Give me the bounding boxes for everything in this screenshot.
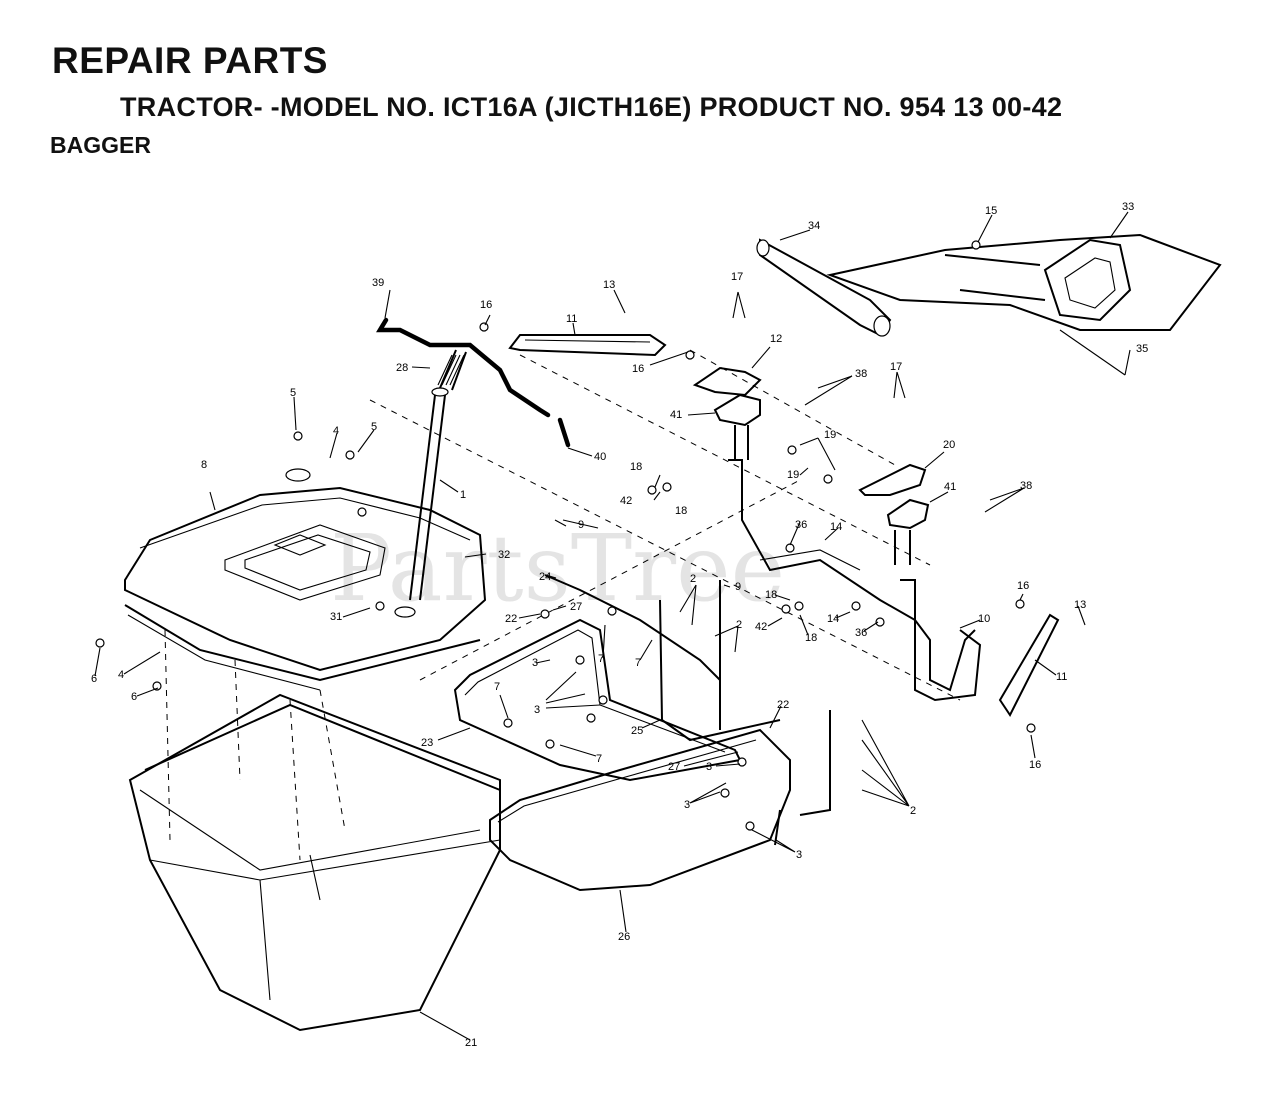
- callout-3d: 3: [796, 849, 802, 861]
- chute-34: [756, 238, 892, 337]
- grass-bag: [128, 693, 501, 1032]
- callout-4b: 4: [118, 669, 124, 681]
- callout-10: 10: [978, 613, 990, 625]
- callout-16b: 16: [632, 363, 644, 375]
- callout-31: 31: [330, 611, 342, 623]
- page-title: REPAIR PARTS: [52, 40, 328, 81]
- callout-18d: 18: [805, 632, 817, 644]
- section-label: BAGGER: [50, 132, 151, 158]
- callout-16d: 16: [1029, 759, 1041, 771]
- bracket-41-lower: [886, 498, 930, 565]
- callout-7c: 7: [494, 681, 500, 693]
- callout-33: 33: [1122, 201, 1134, 213]
- callout-6b: 6: [131, 691, 137, 703]
- callout-41a: 41: [670, 409, 682, 421]
- callout-36b: 36: [855, 627, 867, 639]
- bracket-11-right: [998, 613, 1060, 717]
- rod-24: [544, 574, 721, 681]
- callout-18a: 18: [630, 461, 642, 473]
- callout-2c: 2: [910, 805, 916, 817]
- callout-15: 15: [985, 205, 997, 217]
- callout-3e: 3: [532, 657, 538, 669]
- callout-13a: 13: [603, 279, 615, 291]
- frame-26: [489, 580, 791, 892]
- callout-14a: 14: [830, 521, 842, 533]
- callout-23: 23: [421, 737, 433, 749]
- callout-1: 1: [460, 489, 466, 501]
- callout-9a: 9: [578, 519, 584, 531]
- callout-36a: 36: [795, 519, 807, 531]
- spring-28: [437, 349, 467, 391]
- hardware-dots: [95, 240, 1036, 831]
- bracket-11-top: [508, 334, 667, 357]
- callout-34: 34: [808, 220, 820, 232]
- callout-19a: 19: [824, 429, 836, 441]
- callout-24: 24: [539, 571, 551, 583]
- callout-28: 28: [396, 362, 408, 374]
- callout-11a: 11: [566, 313, 577, 325]
- frame-23: [453, 618, 742, 782]
- callout-17b: 17: [890, 361, 902, 373]
- callout-3c: 3: [684, 799, 690, 811]
- callout-18b: 18: [675, 505, 687, 517]
- callout-39: 39: [372, 277, 384, 289]
- bracket-12: [692, 366, 762, 397]
- callout-12: 12: [770, 333, 782, 345]
- callout-40: 40: [594, 451, 606, 463]
- callout-2b: 2: [736, 619, 742, 631]
- callout-16a: 16: [480, 299, 492, 311]
- chute-33: [826, 233, 1222, 331]
- callout-4a: 4: [333, 425, 339, 437]
- callout-5a: 5: [290, 387, 296, 399]
- callout-21: 21: [465, 1037, 477, 1049]
- rod-39: [376, 317, 551, 418]
- callout-labels: 1 2 2 2 3 3 3 3 3 4 4 5 5 6 6 7 7 7 7 8 …: [91, 201, 1148, 1049]
- callout-9b: 9: [735, 581, 741, 593]
- bag-side-frame: [124, 604, 481, 841]
- callout-7a: 7: [598, 653, 604, 665]
- hitch-frame-10: [728, 459, 982, 702]
- callout-22a: 22: [505, 613, 517, 625]
- callout-27a: 27: [570, 601, 582, 613]
- leader-lines: [94, 211, 1131, 1041]
- bracket-20: [858, 463, 927, 496]
- rod-35: [1059, 329, 1126, 376]
- callout-42b: 42: [755, 621, 767, 633]
- callout-19b: 19: [787, 469, 799, 481]
- tube-1: [409, 387, 449, 601]
- callout-27b: 27: [668, 761, 680, 773]
- callout-6a: 6: [91, 673, 97, 685]
- callout-2: 2: [690, 573, 696, 585]
- callout-7d: 7: [596, 753, 602, 765]
- watermark: PartsTree: [330, 515, 785, 622]
- callout-11b: 11: [1056, 671, 1067, 683]
- callout-41b: 41: [944, 481, 956, 493]
- callout-14b: 14: [827, 613, 839, 625]
- bracket-41-upper: [713, 393, 761, 460]
- callout-3b: 3: [706, 761, 712, 773]
- callout-22b: 22: [777, 699, 789, 711]
- callout-8: 8: [201, 459, 207, 471]
- callout-38b: 38: [1020, 480, 1032, 492]
- callout-35: 35: [1136, 343, 1148, 355]
- callout-3a: 3: [534, 704, 540, 716]
- callout-42a: 42: [620, 495, 632, 507]
- callout-13b: 13: [1074, 599, 1086, 611]
- bag-lid: [124, 468, 487, 672]
- callout-7b: 7: [635, 657, 641, 669]
- rod-40: [557, 417, 571, 448]
- callout-25: 25: [631, 725, 643, 737]
- model-subtitle: TRACTOR- -MODEL NO. ICT16A (JICTH16E) PR…: [120, 92, 1063, 122]
- callout-26: 26: [618, 931, 630, 943]
- callout-18c: 18: [765, 589, 777, 601]
- callout-16c: 16: [1017, 580, 1029, 592]
- callout-20: 20: [943, 439, 955, 451]
- callout-5b: 5: [371, 421, 377, 433]
- callout-38a: 38: [855, 368, 867, 380]
- callout-32: 32: [498, 549, 510, 561]
- callout-17a: 17: [731, 271, 743, 283]
